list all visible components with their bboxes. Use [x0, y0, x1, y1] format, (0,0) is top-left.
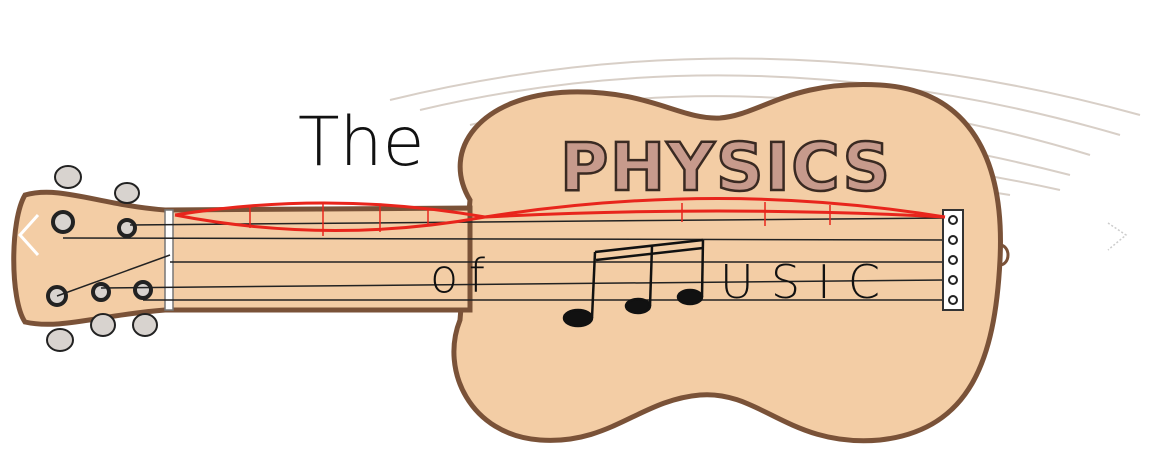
nut: [164, 209, 174, 311]
word-usic: USIC: [720, 255, 880, 309]
tuning-pegs: [46, 165, 158, 352]
standing-wave: [174, 197, 946, 232]
bridge: [942, 209, 964, 311]
guitar-neck: [11, 189, 473, 327]
strings: [56, 217, 946, 301]
carousel-prev-button[interactable]: [8, 205, 48, 265]
word-physics: PHYSICS: [560, 129, 890, 206]
word-the: The: [298, 103, 424, 182]
chevron-right-icon: [1107, 222, 1128, 251]
word-of: of: [430, 249, 486, 303]
carousel-next-button[interactable]: [1100, 205, 1140, 265]
chevron-left-icon: [17, 213, 40, 257]
music-notes-m: [562, 238, 705, 328]
